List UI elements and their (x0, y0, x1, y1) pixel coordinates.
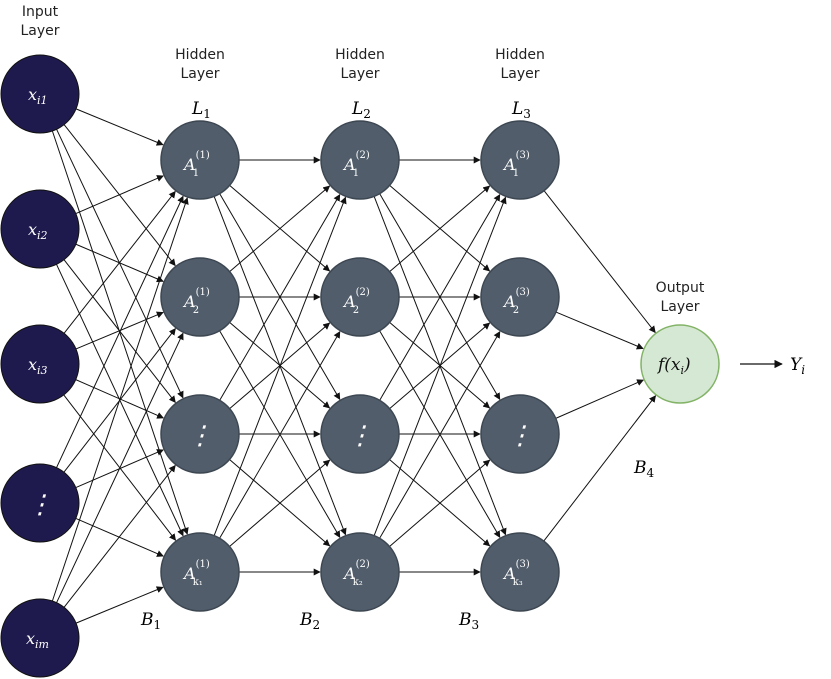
edge-hidden1-to-hidden2 (229, 459, 331, 547)
hidden-node-l2-2: A(2)2 (320, 257, 400, 337)
bias-label-b1: B1 (140, 610, 161, 632)
hidden-node-l3-k: A(3)k₃ (480, 532, 560, 612)
edge-hidden3-to-output (555, 379, 644, 419)
bias-label-b4: B4 (633, 458, 655, 480)
edge-hidden1-to-hidden2 (213, 196, 347, 536)
input-node-1-label: xi1 (28, 85, 48, 107)
hidden-layer-2-title-line1: Hidden (335, 47, 385, 63)
hidden-node-l1-k: A(1)k₁ (160, 532, 240, 612)
hidden-node-l2-k-label: A(2)k₂ (342, 559, 370, 588)
hidden-node-l3-1: A(3)1 (480, 120, 560, 200)
hidden-layer-3-title-line1: Hidden (495, 47, 545, 63)
output-target-label: Yi (790, 355, 805, 377)
hidden-node-l3-2-label: A(3)2 (502, 287, 530, 316)
hidden-node-l2-ellipsis: ⋮ (320, 394, 400, 474)
edge-input-to-hidden1 (56, 129, 184, 399)
edge-hidden1-to-hidden2 (229, 185, 331, 273)
hidden-node-l2-2-label: A(2)2 (342, 287, 370, 316)
input-node-m: xim (0, 598, 80, 678)
layer-symbol-l3: L3 (511, 99, 531, 121)
edge-input-to-hidden1 (75, 586, 164, 624)
input-node-3-label: xi3 (28, 355, 48, 377)
hidden-node-l3-ellipsis: ⋮ (480, 394, 560, 474)
hidden-node-l1-2-label: A(1)2 (182, 287, 210, 316)
hidden-node-l2-ellipsis-label: ⋮ (347, 421, 373, 451)
edge-hidden1-to-hidden2 (219, 193, 341, 401)
edge-input-to-hidden1 (51, 197, 189, 602)
edge-input-to-hidden1 (56, 332, 184, 603)
input-node-2-label: xi2 (28, 220, 48, 242)
bias-label-b3: B3 (458, 610, 479, 632)
edge-hidden1-to-hidden2 (219, 330, 341, 539)
hidden-node-l2-1-label: A(2)1 (342, 150, 370, 179)
layer-symbol-l1: L1 (191, 99, 211, 121)
edge-hidden2-to-hidden3 (379, 330, 501, 539)
hidden-node-l3-ellipsis-label: ⋮ (507, 421, 533, 451)
output-node: f(xi) (640, 324, 720, 404)
edge-hidden3-to-output (543, 395, 657, 542)
hidden-node-l3-2: A(3)2 (480, 257, 560, 337)
input-node-3: xi3 (0, 324, 80, 404)
edge-input-to-hidden1 (63, 190, 176, 334)
edge-hidden2-to-hidden3 (373, 196, 507, 536)
hidden-node-l1-ellipsis-label: ⋮ (187, 421, 213, 451)
edge-input-to-hidden1 (63, 464, 176, 608)
edge-input-to-hidden1 (75, 311, 164, 350)
input-node-1: xi1 (0, 54, 80, 134)
hidden-node-l1-ellipsis: ⋮ (160, 394, 240, 474)
layer-symbol-l2: L2 (351, 99, 371, 121)
input-node-2: xi2 (0, 189, 80, 269)
hidden-node-l1-1-label: A(1)1 (182, 150, 210, 179)
bias-label-b2: B2 (299, 610, 320, 632)
input-layer-title-line1: Input (22, 4, 59, 20)
edge-input-to-hidden1 (56, 195, 184, 468)
hidden-layer-2-title-line2: Layer (340, 66, 379, 82)
edge-hidden2-to-hidden3 (389, 185, 491, 273)
input-layer-title-line2: Layer (20, 23, 59, 39)
input-node-ellipsis-label: ⋮ (27, 490, 53, 520)
hidden-node-l3-1-label: A(3)1 (502, 150, 530, 179)
hidden-node-l1-2: A(1)2 (160, 257, 240, 337)
output-node-label: f(xi) (656, 355, 691, 377)
hidden-layer-1-title-line2: Layer (180, 66, 219, 82)
hidden-layer-1-title-line1: Hidden (175, 47, 225, 63)
edge-hidden2-to-hidden3 (379, 193, 501, 401)
hidden-node-l2-1: A(2)1 (320, 120, 400, 200)
edge-input-to-hidden1 (75, 108, 164, 146)
output-layer-title-line2: Layer (660, 299, 699, 315)
output-layer-title-line1: Output (656, 280, 705, 296)
edge-input-to-hidden1 (75, 175, 164, 215)
edge-hidden3-to-output (555, 311, 644, 350)
hidden-node-l1-k-label: A(1)k₁ (182, 559, 210, 588)
input-node-ellipsis: ⋮ (0, 463, 80, 543)
connection-edges (51, 108, 657, 624)
hidden-layer-3-title-line2: Layer (500, 66, 539, 82)
input-node-m-label: xim (26, 629, 49, 651)
hidden-node-l1-1: A(1)1 (160, 120, 240, 200)
hidden-node-l2-k: A(2)k₂ (320, 532, 400, 612)
hidden-node-l3-k-label: A(3)k₃ (502, 559, 530, 588)
edge-hidden3-to-output (543, 190, 656, 334)
edge-hidden2-to-hidden3 (389, 459, 491, 547)
